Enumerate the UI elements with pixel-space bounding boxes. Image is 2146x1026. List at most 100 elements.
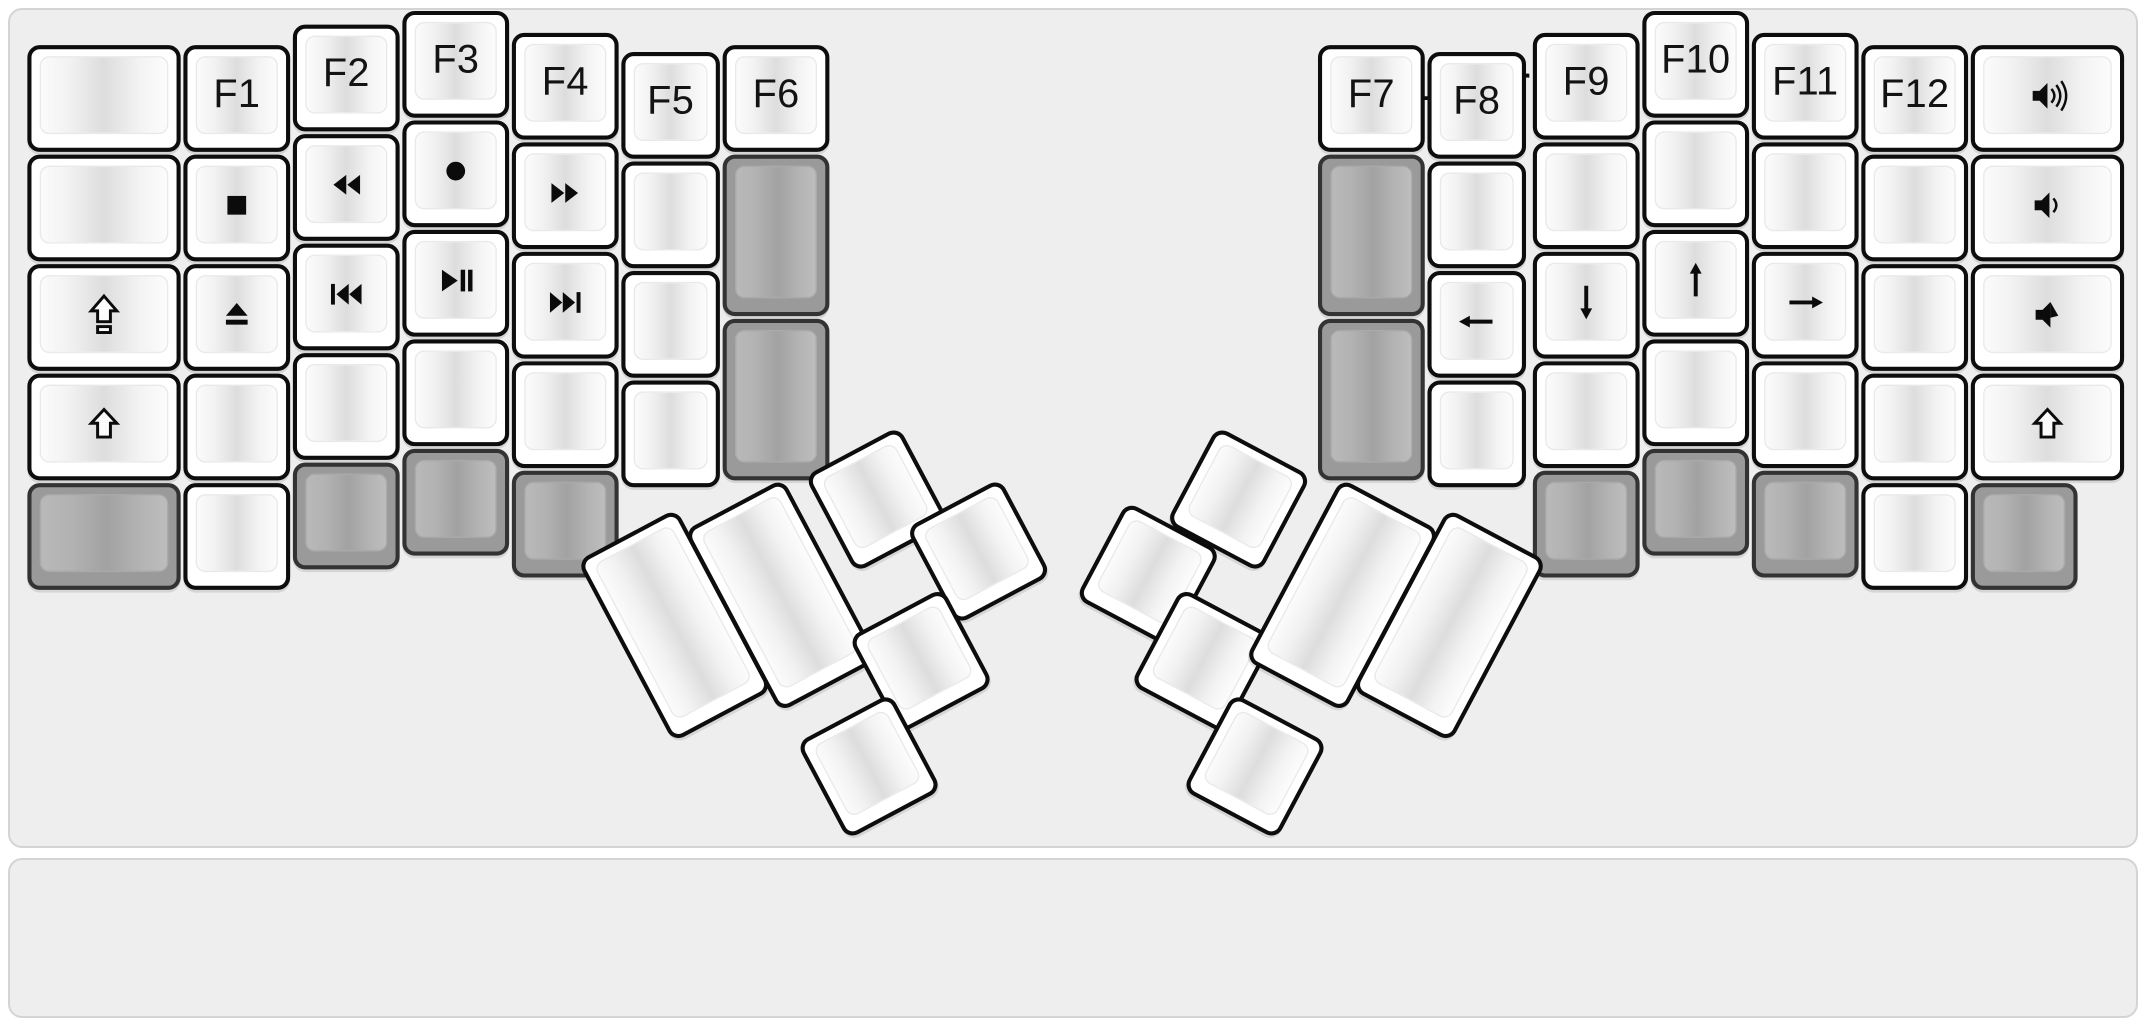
eject-icon [225,302,248,324]
col-middle-key-3-play-pause[interactable] [402,229,510,337]
col-ring-r-key-1-f11[interactable]: F11 [1751,32,1859,140]
col-ring-r-key-4[interactable] [1751,361,1859,469]
col-index-key-2-fast-forward[interactable] [511,142,619,250]
key-label: F5 [647,79,695,124]
col-middle-key-2-record[interactable] [402,120,510,228]
key-label: F9 [1562,60,1610,105]
col-innermost-key-3[interactable] [722,318,830,481]
col-middle-key-4[interactable] [402,339,510,447]
col-inner2-r-key-1-f8[interactable]: F8 [1427,52,1527,159]
col-pinky-outer-key-5[interactable] [27,483,181,590]
col-middle-key-1-f3[interactable]: F3 [402,10,510,118]
col-index-key-1-f4[interactable]: F4 [511,32,619,140]
key-cap [1654,131,1737,210]
col-inner-key-3[interactable] [621,270,720,378]
col-middle-r-key-5[interactable] [1642,448,1750,556]
key-cap: F8 [1439,62,1514,141]
key-label: F2 [322,52,370,96]
col-inner-r-key-1-f7[interactable]: F7 [1317,45,1425,152]
key-label: F4 [541,60,589,105]
col-index-key-4[interactable] [511,361,619,469]
col-index-key-3-next-track[interactable] [511,251,619,359]
col-inner-r-key-3[interactable] [1317,318,1425,481]
col-inner2-r-key-2[interactable] [1427,161,1527,269]
col-index-r-key-5[interactable] [1532,470,1640,578]
col-pinky-r-key-1-f12[interactable]: F12 [1861,45,1969,152]
key-cap [1330,329,1413,463]
col-pinky-r-key-3[interactable] [1861,264,1969,371]
key-cap [1873,384,1956,463]
col-middle-r-key-2[interactable] [1642,120,1750,228]
key-cap: F10 [1654,21,1737,100]
col-index-r-key-2[interactable] [1532,142,1640,250]
key-cap [39,494,169,573]
col-innermost-key-2[interactable] [722,154,830,317]
key-cap [1764,481,1847,560]
key-cap [1654,350,1737,429]
col-ring-key-3-previous-track[interactable] [292,243,400,351]
stop-icon [227,195,247,214]
key-cap [305,364,388,443]
col-middle-key-5[interactable] [402,448,510,556]
rewind-icon [333,174,361,194]
col-pinky-outer-r-key-5[interactable] [1970,483,2078,590]
col-inner-r-key-2[interactable] [1317,154,1425,317]
col-pinky-r-key-4[interactable] [1861,373,1969,481]
key-cap [1983,165,2112,244]
col-index-r-key-4[interactable] [1532,361,1640,469]
arrow-left-icon [1459,315,1493,327]
col-ring-r-key-5[interactable] [1751,470,1859,578]
col-middle-r-key-3-arrow-up[interactable] [1642,229,1750,337]
col-pinky-r-key-2[interactable] [1861,154,1969,262]
key-cap [633,172,708,251]
col-pinky-outer-r-key-2-volume-down[interactable] [1970,154,2125,262]
key-cap: F9 [1545,43,1628,122]
col-pinky-outer-key-3-caps-lock[interactable] [27,264,181,371]
col-inner-key-2[interactable] [621,161,720,269]
key-cap: F12 [1873,56,1956,135]
col-pinky-outer-r-key-1-volume-up[interactable] [1970,45,2125,152]
key-cap [1545,153,1628,232]
key-cap: F5 [633,62,708,141]
col-ring-key-4[interactable] [292,353,400,460]
col-middle-r-key-4[interactable] [1642,339,1750,447]
key-cap [1764,372,1847,451]
col-pinky-key-4[interactable] [183,373,291,481]
col-pinky-key-2-stop[interactable] [183,154,291,262]
col-inner2-r-key-4[interactable] [1427,380,1527,488]
col-pinky-outer-r-key-3-volume-mute[interactable] [1970,264,2125,371]
shift-icon [87,406,121,438]
col-inner-key-1-f5[interactable]: F5 [621,52,720,159]
key-cap [524,481,607,560]
col-pinky-r-key-5[interactable] [1861,483,1969,590]
col-pinky-key-5[interactable] [183,483,291,590]
key-cap [1983,56,2112,135]
col-pinky-key-1-f1[interactable]: F1 [183,45,291,152]
col-middle-r-key-1-f10[interactable]: F10 [1642,10,1750,118]
legend-panel [8,858,2138,1018]
col-index-r-key-3-arrow-down[interactable] [1532,251,1640,359]
col-pinky-key-3-eject[interactable] [183,264,291,371]
key-cap [1439,391,1514,470]
fast-forward-icon [551,182,579,203]
col-inner2-r-key-3-arrow-left[interactable] [1427,270,1527,378]
key-cap [1545,372,1628,451]
col-pinky-outer-key-1[interactable] [27,45,181,152]
col-innermost-key-1-f6[interactable]: F6 [722,45,830,152]
col-pinky-outer-key-4-shift[interactable] [27,373,181,481]
key-cap [1764,153,1847,232]
col-pinky-outer-r-key-4-shift[interactable] [1970,373,2125,481]
key-label: F7 [1347,72,1395,117]
col-ring-r-key-3-arrow-right[interactable] [1751,251,1859,359]
col-ring-key-1-f2[interactable]: F2 [292,24,400,132]
col-ring-key-2-rewind[interactable] [292,134,400,241]
key-cap [1983,384,2112,463]
col-inner-key-4[interactable] [621,380,720,488]
col-ring-key-5[interactable] [292,462,400,570]
col-pinky-outer-key-2[interactable] [27,154,181,262]
col-ring-r-key-2[interactable] [1751,142,1859,250]
key-cap [195,384,278,463]
previous-track-icon [330,283,362,304]
col-index-r-key-1-f9[interactable]: F9 [1532,32,1640,140]
